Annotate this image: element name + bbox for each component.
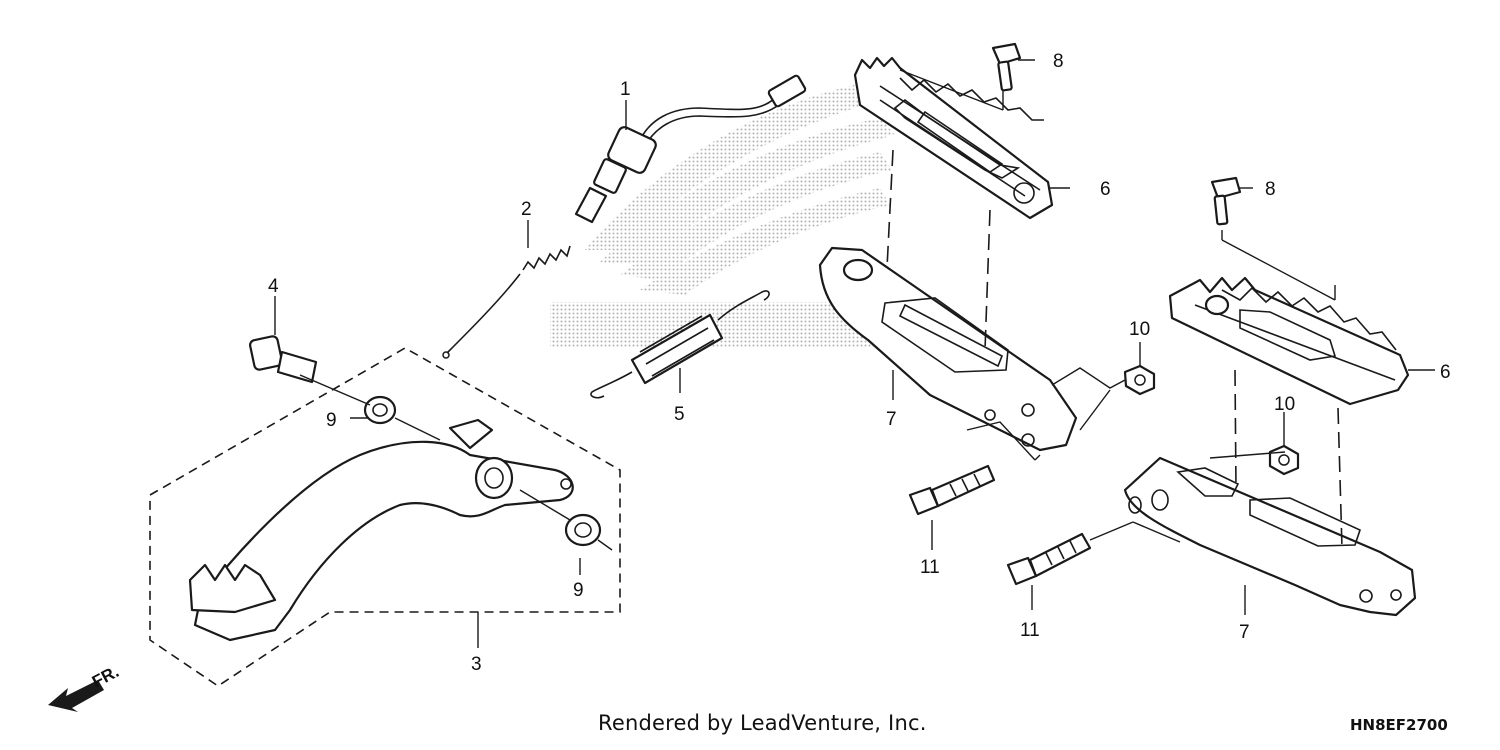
callout-2: 2 xyxy=(521,199,532,220)
brake-light-switch xyxy=(574,74,807,224)
return-spring xyxy=(590,290,770,399)
callout-6b: 6 xyxy=(1440,362,1451,383)
callout-6a: 6 xyxy=(1100,179,1111,200)
footpeg-bracket-right xyxy=(1123,456,1417,617)
mounting-bolt-right xyxy=(1006,532,1092,586)
mounting-bolt-upper xyxy=(908,464,996,516)
callout-10a: 10 xyxy=(1129,319,1150,340)
dust-seal-upper xyxy=(363,395,397,425)
callout-4: 4 xyxy=(268,276,279,297)
flange-bolt-upper xyxy=(991,42,1022,92)
switch-spring xyxy=(442,245,571,359)
callout-7b: 7 xyxy=(1239,622,1250,643)
flange-nut-upper xyxy=(1123,364,1156,396)
callout-11b: 11 xyxy=(1020,620,1040,641)
pedal-assembly-box xyxy=(149,347,621,687)
callout-1: 1 xyxy=(620,79,631,100)
callout-8b: 8 xyxy=(1265,179,1276,200)
callout-7a: 7 xyxy=(886,409,897,430)
footpeg-bracket-upper xyxy=(818,246,1078,452)
callout-8a: 8 xyxy=(1053,51,1064,72)
callout-9b: 9 xyxy=(573,580,584,601)
assembly-lines xyxy=(274,59,1435,648)
callout-11a: 11 xyxy=(920,557,940,578)
diagram-code: HN8EF2700 xyxy=(1350,716,1448,734)
footpeg-plate-upper xyxy=(853,56,1054,220)
flange-nut-right xyxy=(1268,444,1300,476)
pivot-bolt xyxy=(249,335,318,384)
flange-bolt-right xyxy=(1210,176,1242,226)
callout-9a: 9 xyxy=(326,410,337,431)
footer-credit: Rendered by LeadVenture, Inc. xyxy=(598,711,927,735)
footpeg-plate-right xyxy=(1168,276,1410,406)
callout-10b: 10 xyxy=(1274,394,1295,415)
brake-pedal xyxy=(188,418,574,642)
dust-seal-lower xyxy=(564,513,602,547)
front-direction-arrow-icon: FR. xyxy=(48,662,122,712)
callout-3: 3 xyxy=(471,654,482,675)
callout-5: 5 xyxy=(674,404,685,425)
